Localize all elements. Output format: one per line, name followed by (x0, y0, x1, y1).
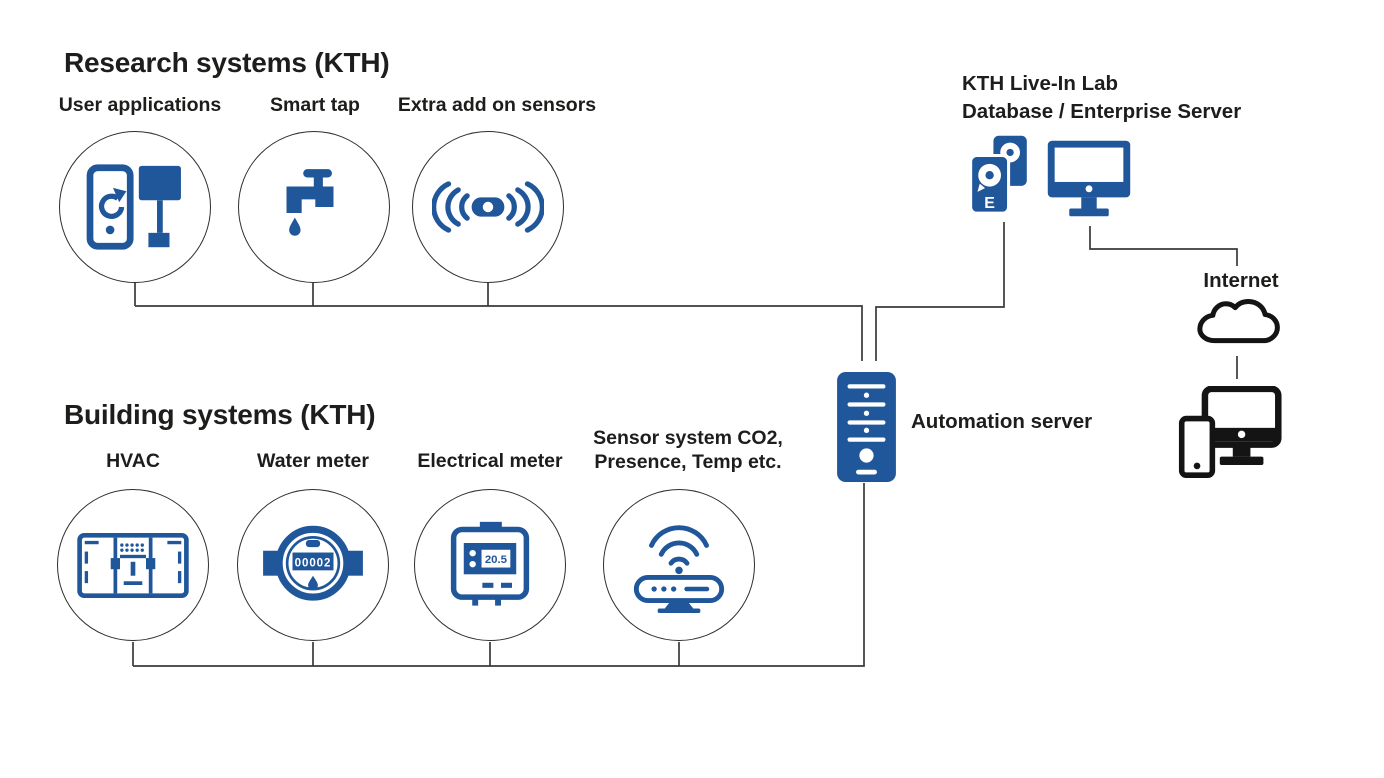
label-sensor-system-line2: Presence, Temp etc. (594, 450, 782, 473)
node-electrical-meter: 20.5 (414, 489, 566, 641)
connected-devices-icon (1178, 386, 1282, 478)
label-electrical-meter: Electrical meter (417, 450, 563, 472)
label-enterprise-line1: KTH Live-In Lab (962, 72, 1119, 95)
node-hvac (57, 489, 209, 641)
label-internet: Internet (1203, 269, 1279, 292)
cloud-icon (1197, 299, 1280, 344)
label-hvac: HVAC (106, 450, 160, 472)
node-user-applications (59, 131, 211, 283)
label-enterprise-server: KTH Live-In Lab Database / Enterprise Se… (962, 70, 1241, 125)
node-extra-sensors (412, 131, 564, 283)
wifi-sensor-icon (633, 525, 725, 613)
water-meter-reading: 00002 (295, 557, 332, 569)
node-sensor-system (603, 489, 755, 641)
label-sensor-system-line1: Sensor system CO2, (593, 427, 783, 449)
water-tap-icon (286, 169, 334, 236)
label-user-applications: User applications (58, 94, 222, 116)
label-automation-server: Automation server (911, 410, 1093, 433)
building-section-title: Building systems (KTH) (64, 399, 376, 430)
smartphone-and-display-icon (86, 164, 181, 250)
research-section-title: Research systems (KTH) (64, 47, 390, 78)
electrical-meter-icon: 20.5 (450, 521, 530, 606)
label-sensor-system: Sensor system CO2, Presence, Temp etc. (593, 427, 783, 474)
label-smart-tap: Smart tap (270, 94, 360, 116)
hvac-unit-icon (77, 532, 189, 598)
node-smart-tap (238, 131, 390, 283)
hard-drive-stack-icon: E (969, 135, 1027, 215)
label-extra-sensors: Extra add on sensors (397, 94, 597, 116)
node-water-meter: 00002 (237, 489, 389, 641)
server-tower-icon (837, 371, 896, 483)
wireless-sensor-icon (432, 181, 544, 233)
electrical-meter-reading: 20.5 (485, 554, 508, 566)
label-enterprise-line2: Database / Enterprise Server (962, 99, 1242, 123)
desktop-monitor-icon (1047, 140, 1131, 217)
drive-letter: E (984, 195, 995, 212)
label-water-meter: Water meter (257, 450, 369, 472)
water-meter-icon: 00002 (263, 525, 363, 601)
